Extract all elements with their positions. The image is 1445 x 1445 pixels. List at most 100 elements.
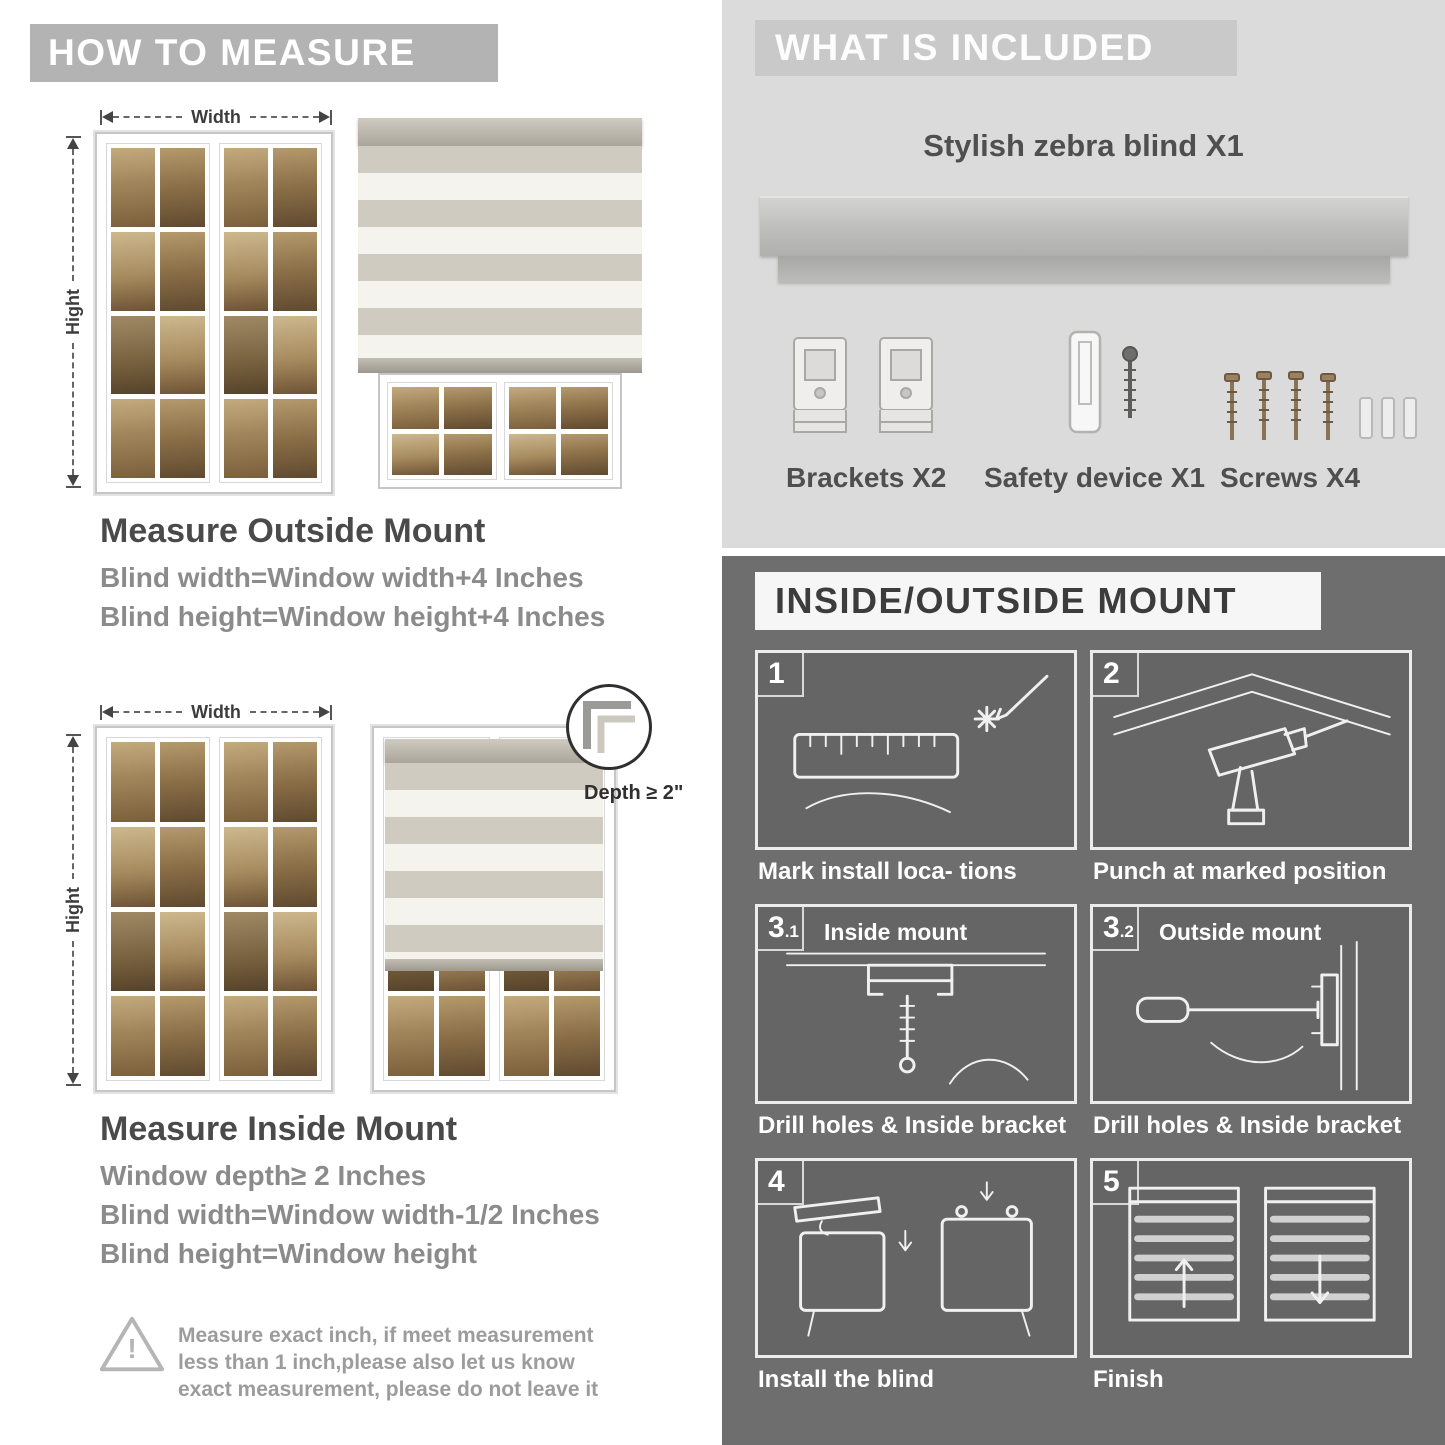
step3-1-caption: Drill holes & Inside bracket (758, 1112, 1067, 1139)
step-number: 5 (1103, 1165, 1120, 1199)
window-glass (106, 143, 322, 483)
brackets-group (784, 330, 942, 444)
arrow-tick (330, 109, 333, 125)
step-panel-2: 2 (1090, 650, 1412, 850)
window-pane (554, 996, 600, 1076)
blind-zebra-stripes (385, 763, 603, 959)
window-pane (111, 231, 156, 311)
window-pane (272, 231, 317, 311)
window-pane (272, 826, 317, 907)
window-pane (444, 387, 492, 429)
height-label: Hight (62, 289, 83, 335)
step-number: 4 (768, 1165, 785, 1199)
arrow-left-icon (102, 111, 113, 123)
how-to-measure-header: HOW TO MEASURE (30, 24, 498, 82)
arrow-line (72, 747, 74, 880)
arrow-right-icon (319, 111, 331, 123)
window-pane (160, 996, 205, 1076)
window-pane (111, 148, 156, 227)
step-number: 2 (1103, 657, 1120, 691)
arrow-down-icon (67, 475, 79, 487)
window-sash (218, 143, 322, 483)
window-pane (111, 315, 156, 395)
step-number-box (1093, 907, 1139, 951)
headrail-illustration (760, 196, 1408, 256)
arrow-up-icon (67, 138, 79, 149)
step-panel-1: 1 (755, 650, 1077, 850)
step-number-box (758, 1161, 804, 1205)
mount-header: INSIDE/OUTSIDE MOUNT (755, 572, 1321, 630)
width-label: Width (191, 106, 241, 127)
arrow-tick (100, 704, 102, 720)
window-pane (272, 148, 317, 227)
step4-caption: Install the blind (758, 1366, 935, 1393)
arrow-tick (65, 1084, 81, 1087)
window-pane (438, 996, 485, 1076)
window-pane (160, 826, 205, 907)
window-pane (160, 231, 205, 311)
what-is-included-header: WHAT IS INCLUDED (755, 20, 1237, 76)
step-number-text: 2 (1103, 657, 1120, 690)
window-pane (160, 742, 205, 822)
mount-title: INSIDE/OUTSIDE MOUNT (775, 580, 1238, 621)
step-panel-3-2: 3.2 Outside mount (1090, 904, 1412, 1104)
blind-item-title: Stylish zebra blind X1 (923, 128, 1244, 163)
window-pane (560, 433, 609, 475)
window-sash (218, 737, 322, 1081)
arrow-line (72, 343, 74, 476)
window-pane (503, 996, 550, 1076)
blind-zebra-stripes (358, 146, 642, 358)
depth-note: Depth ≥ 2" (584, 782, 684, 804)
arrow-tick (65, 734, 81, 736)
window-glass (386, 382, 614, 480)
step2-caption: Punch at marked position (1093, 858, 1387, 885)
safety-device-label: Safety device X1 (984, 462, 1206, 493)
window-pane (272, 911, 317, 992)
screw-icon (1224, 371, 1417, 440)
warning-exclamation: ! (127, 1333, 137, 1364)
step-number-box (1093, 653, 1139, 697)
how-to-measure-title: HOW TO MEASURE (48, 32, 416, 73)
step-number: 3.1 (768, 911, 799, 945)
window-pane (444, 433, 492, 475)
outside-mount-line2: Blind height=Window height+4 Inches (100, 601, 606, 632)
window-pane (223, 148, 268, 227)
arrow-up-icon (67, 736, 79, 747)
what-is-included-section: WHAT IS INCLUDED Stylish zebra blind X1 (722, 0, 1445, 548)
step-number-text: 1 (768, 657, 785, 690)
arrow-tick (65, 136, 81, 138)
window-pane (223, 996, 268, 1076)
arrow-tick (65, 486, 81, 489)
width-arrow: Width (100, 701, 333, 723)
step-number-box (1093, 1161, 1139, 1205)
step2-illustration (1113, 673, 1391, 826)
window-pane (223, 742, 268, 822)
window-pane (508, 433, 556, 475)
inside-mount-title: Measure Inside Mount (100, 1110, 458, 1148)
bracket-icon (879, 337, 933, 433)
arrow-line (72, 941, 74, 1074)
what-is-included-title: WHAT IS INCLUDED (775, 27, 1154, 68)
brackets-label: Brackets X2 (786, 462, 947, 493)
window-pane (508, 387, 556, 429)
warning-text: Measure exact inch, if meet measurement … (178, 1324, 599, 1401)
step-number-sub: .1 (784, 922, 799, 941)
step1-illustration (793, 674, 1049, 814)
arrow-line (72, 149, 74, 282)
step-panel-5: 5 (1090, 1158, 1412, 1358)
step3-1-illustration (786, 952, 1046, 1085)
window-pane (272, 315, 317, 395)
step-panel-3-1: 3.1 Inside mount (755, 904, 1077, 1104)
step-number-sub: .2 (1119, 922, 1134, 941)
window-pane (391, 387, 440, 429)
step-inline-label: Inside mount (824, 919, 968, 945)
arrow-tick (330, 704, 333, 720)
arrow-line (249, 711, 320, 713)
window-pane (223, 315, 268, 395)
blind-cassette (385, 739, 603, 763)
headrail-valance (778, 256, 1390, 282)
window-pane (160, 399, 205, 478)
window-pane (223, 911, 268, 992)
window-pane (160, 315, 205, 395)
